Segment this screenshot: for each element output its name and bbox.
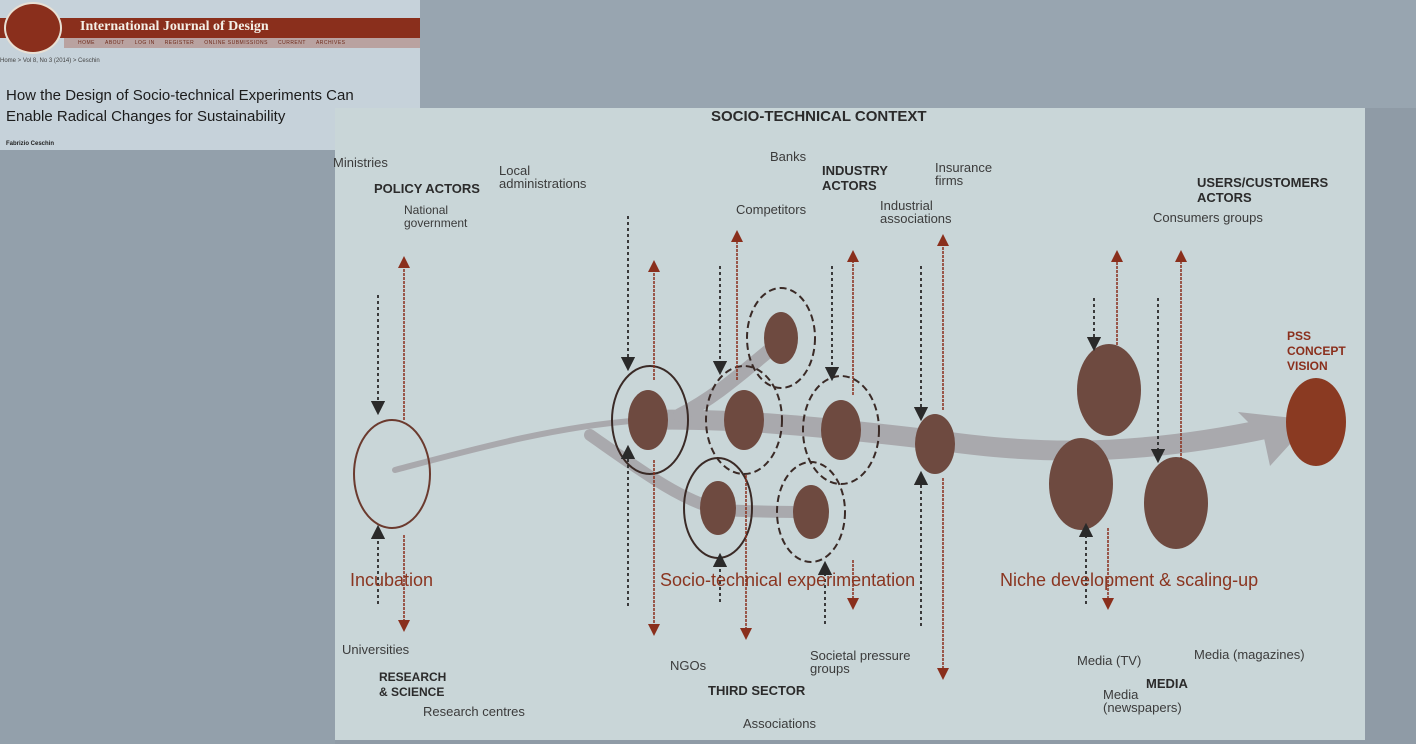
nav-archives[interactable]: ARCHIVES (315, 40, 346, 46)
paper-title: How the Design of Socio-technical Experi… (6, 85, 416, 127)
label-users-actors-2: ACTORS (1197, 190, 1252, 205)
label-associations: Associations (743, 716, 816, 731)
label-banks: Banks (770, 149, 807, 164)
label-third-sector: THIRD SECTOR (708, 683, 806, 698)
experiment-ring-top (746, 287, 816, 389)
label-media-newspapers-1: Media (1103, 687, 1139, 702)
nav-online-submissions[interactable]: ONLINE SUBMISSIONS (204, 40, 268, 46)
label-industry-actors-2: ACTORS (822, 178, 877, 193)
experiment-ring-3 (802, 375, 880, 485)
label-users-actors-1: USERS/CUSTOMERS (1197, 175, 1329, 190)
influence-arrows-dotted (370, 216, 1166, 626)
label-research-centres: Research centres (423, 704, 525, 719)
experiment-node-1 (628, 390, 668, 450)
paper-author: Fabrizio Ceschin (6, 141, 55, 147)
label-pss-1: PSS (1287, 329, 1312, 343)
nav-home[interactable]: HOME (78, 40, 95, 46)
label-media-newspapers-2: (newspapers) (1103, 700, 1182, 715)
influence-arrows-up (398, 230, 1187, 460)
diagram-nodes (353, 287, 1346, 563)
paper-title-line-2: Enable Radical Changes for Sustainabilit… (6, 108, 286, 125)
label-research-2: & SCIENCE (379, 685, 445, 699)
experiment-node-low-2 (793, 485, 829, 539)
label-national-gov-2: government (404, 216, 468, 230)
label-industrial-assoc-1: Industrial (880, 198, 933, 213)
experiment-node-top (764, 312, 798, 364)
label-local-admin-2: administrations (499, 176, 587, 191)
experiment-node-low-1 (700, 481, 736, 535)
experiment-node-3 (821, 400, 861, 460)
paper-title-line-1: How the Design of Socio-technical Experi… (6, 87, 354, 104)
label-universities: Universities (342, 642, 410, 657)
journal-logo (4, 2, 62, 54)
label-societal-2: groups (810, 661, 850, 676)
label-media: MEDIA (1146, 676, 1188, 691)
incubation-node (353, 419, 431, 529)
label-pss-3: VISION (1287, 359, 1328, 373)
niche-node-left (1049, 438, 1113, 530)
label-media-tv: Media (TV) (1077, 653, 1142, 668)
label-pss-2: CONCEPT (1287, 344, 1346, 358)
diagram-heading: SOCIO-TECHNICAL CONTEXT (711, 108, 927, 125)
label-research-1: RESEARCH (379, 670, 447, 684)
label-media-magazines: Media (magazines) (1194, 647, 1305, 662)
nav-current[interactable]: CURRENT (277, 40, 306, 46)
experiment-node-2 (724, 390, 764, 450)
pss-vision-node (1286, 378, 1346, 466)
breadcrumb: Home > Vol 8, No 3 (2014) > Ceschin (0, 58, 100, 64)
journal-nav: HOME ABOUT LOG IN REGISTER ONLINE SUBMIS… (78, 40, 346, 46)
label-consumers-groups: Consumers groups (1153, 210, 1263, 225)
label-industry-actors-1: INDUSTRY (822, 163, 888, 178)
label-industrial-assoc-2: associations (880, 211, 952, 226)
stage-niche: Niche development & scaling-up (1000, 570, 1259, 590)
label-societal-1: Societal pressure (810, 648, 911, 663)
label-insurance-2: firms (935, 173, 964, 188)
background-wall-left (0, 150, 335, 744)
label-national-gov-1: National (404, 203, 449, 217)
stage-incubation: Incubation (350, 570, 434, 590)
label-competitors: Competitors (736, 202, 807, 217)
journal-banner (0, 18, 420, 38)
background-wall (420, 0, 1416, 108)
experiment-ring-1 (611, 365, 689, 475)
experiment-ring-low-2 (776, 461, 846, 563)
nav-about[interactable]: ABOUT (105, 40, 125, 46)
nav-register[interactable]: REGISTER (164, 40, 195, 46)
journal-name: International Journal of Design (80, 19, 269, 34)
niche-node-upper (1077, 344, 1141, 436)
nav-login[interactable]: LOG IN (134, 40, 155, 46)
label-policy-actors: POLICY ACTORS (374, 181, 480, 196)
label-ngos: NGOs (670, 658, 707, 673)
label-insurance-1: Insurance (935, 160, 993, 175)
transition-node (915, 414, 955, 474)
label-local-admin-1: Local (499, 163, 531, 178)
stage-experimentation: Socio-technical experimentation (660, 570, 916, 590)
label-ministries: Ministries (333, 155, 388, 170)
influence-arrows-down-red (398, 460, 1114, 680)
niche-node-right (1144, 457, 1208, 549)
journal-nav-bar (64, 38, 420, 48)
